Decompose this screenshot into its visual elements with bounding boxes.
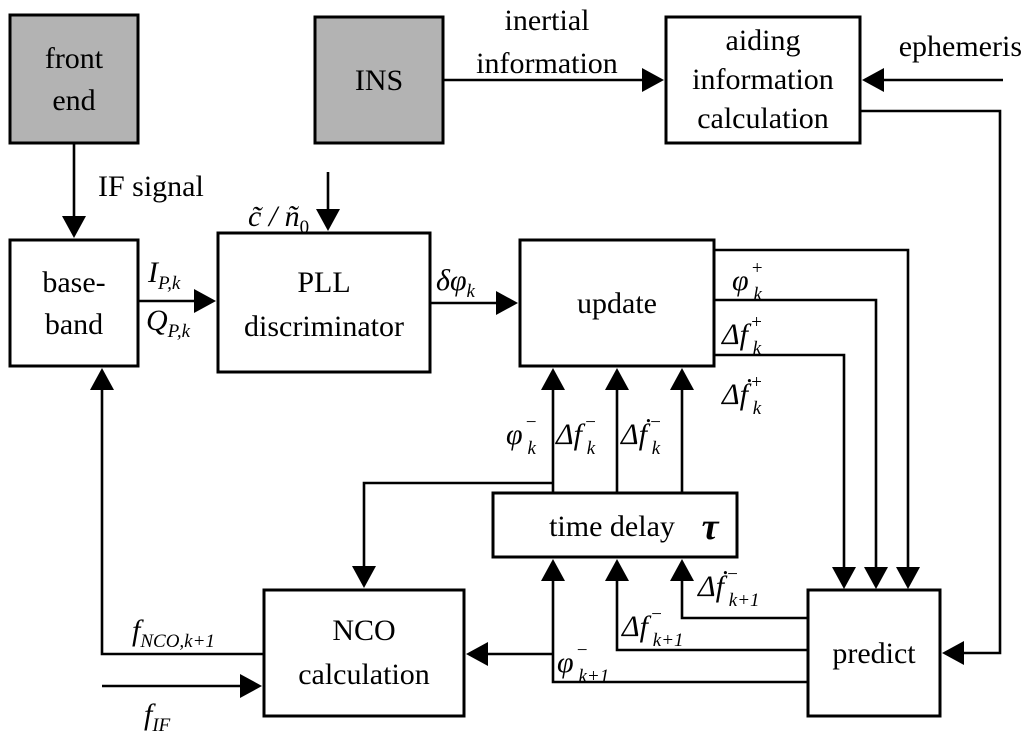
df-k1-label: Δf−k+1 <box>621 604 684 651</box>
aiding-information-calculation-block: aiding information calculation <box>664 15 862 145</box>
aiding-to-predict-wire <box>860 109 1002 655</box>
front-end-label-2: end <box>52 84 95 117</box>
ins-label: INS <box>355 64 403 97</box>
df-k1-wire <box>615 579 808 652</box>
arrow-df-plus <box>864 567 888 589</box>
arrow-into-aiding <box>642 68 664 92</box>
arrow-ephemeris-into-aiding <box>862 68 884 92</box>
dfdot-plus-wire <box>714 353 846 567</box>
tau-symbol: τ <box>702 506 720 548</box>
arrow-df-k1 <box>605 559 629 581</box>
aiding-label-2: information <box>692 63 834 96</box>
update-label: update <box>577 287 657 320</box>
phi-k1-label: φ−k+1 <box>557 640 609 687</box>
arrow-phi-plus <box>896 567 920 589</box>
ipk-label: IP,k <box>147 256 181 294</box>
baseband-label-2: band <box>45 308 103 341</box>
qpk-label: QP,k <box>146 304 191 342</box>
phi-plus-label: φ+k <box>732 258 763 305</box>
time-delay-block: time delay τ <box>491 491 739 559</box>
pll-discriminator-block: PLL discriminator <box>216 231 432 374</box>
update-block: update <box>518 238 716 368</box>
pll-label-1: PLL <box>297 266 350 299</box>
arrow-into-nco <box>466 642 488 666</box>
arrow-dfdot-k1 <box>670 559 694 581</box>
dfdot-k1-wire <box>680 579 808 620</box>
arrow-into-update <box>496 291 518 315</box>
aiding-label-1: aiding <box>726 24 801 57</box>
arrow-dfdot-minus <box>670 368 694 390</box>
df-plus-wire <box>714 298 878 567</box>
dfdot-minus-label: Δḟ−k <box>620 412 662 459</box>
dfdot-k1-label: Δḟ−k+1 <box>697 564 760 611</box>
front-end-label-1: front <box>45 42 104 75</box>
arrow-into-nco-top <box>352 566 376 588</box>
arrow-df-minus <box>605 368 629 390</box>
arrow-phi-minus <box>541 368 565 390</box>
arrow-into-baseband-bottom <box>90 368 114 390</box>
aiding-label-3: calculation <box>697 102 829 135</box>
pll-label-2: discriminator <box>244 310 404 343</box>
nco-label-2: calculation <box>298 658 430 691</box>
fnco-label: fNCO,k+1 <box>132 614 215 652</box>
phi-to-nco-wire <box>362 481 553 568</box>
ins-block: INS <box>313 15 445 145</box>
arrow-fif-into-nco <box>240 674 262 698</box>
phi-k1-wire <box>551 579 808 684</box>
dphi-label: δφk <box>436 264 476 302</box>
df-minus-label: Δf−k <box>555 412 597 459</box>
phi-plus-wire <box>714 248 910 567</box>
inertial-label-1: inertial <box>505 4 590 37</box>
front-end-block: front end <box>8 13 140 145</box>
time-delay-label: time delay <box>549 510 675 543</box>
phi-minus-label: φ−k <box>506 412 537 459</box>
baseband-block: base- band <box>8 238 140 368</box>
predict-block: predict <box>806 588 942 718</box>
ephemeris-label: ephemeris <box>899 30 1022 63</box>
predict-label: predict <box>832 637 916 670</box>
arrow-into-pll-top <box>316 209 340 231</box>
nco-label-1: NCO <box>332 614 395 647</box>
fnco-wire <box>100 390 264 656</box>
df-plus-label: Δf+k <box>721 312 763 359</box>
arrow-into-baseband <box>62 216 86 238</box>
arrow-into-predict-right <box>942 641 964 665</box>
cn0-label: c̃ / ñ0 <box>248 200 309 238</box>
inertial-label-2: information <box>476 47 618 80</box>
if-signal-label: IF signal <box>98 170 204 203</box>
arrow-dfdot-plus <box>832 567 856 589</box>
dfdot-plus-label: Δḟ+k <box>721 372 763 419</box>
fif-label: fIF <box>144 698 171 736</box>
nco-calculation-block: NCO calculation <box>262 588 466 718</box>
baseband-label-1: base- <box>42 266 105 299</box>
arrow-into-pll <box>194 289 216 313</box>
arrow-phi-k1 <box>541 559 565 581</box>
